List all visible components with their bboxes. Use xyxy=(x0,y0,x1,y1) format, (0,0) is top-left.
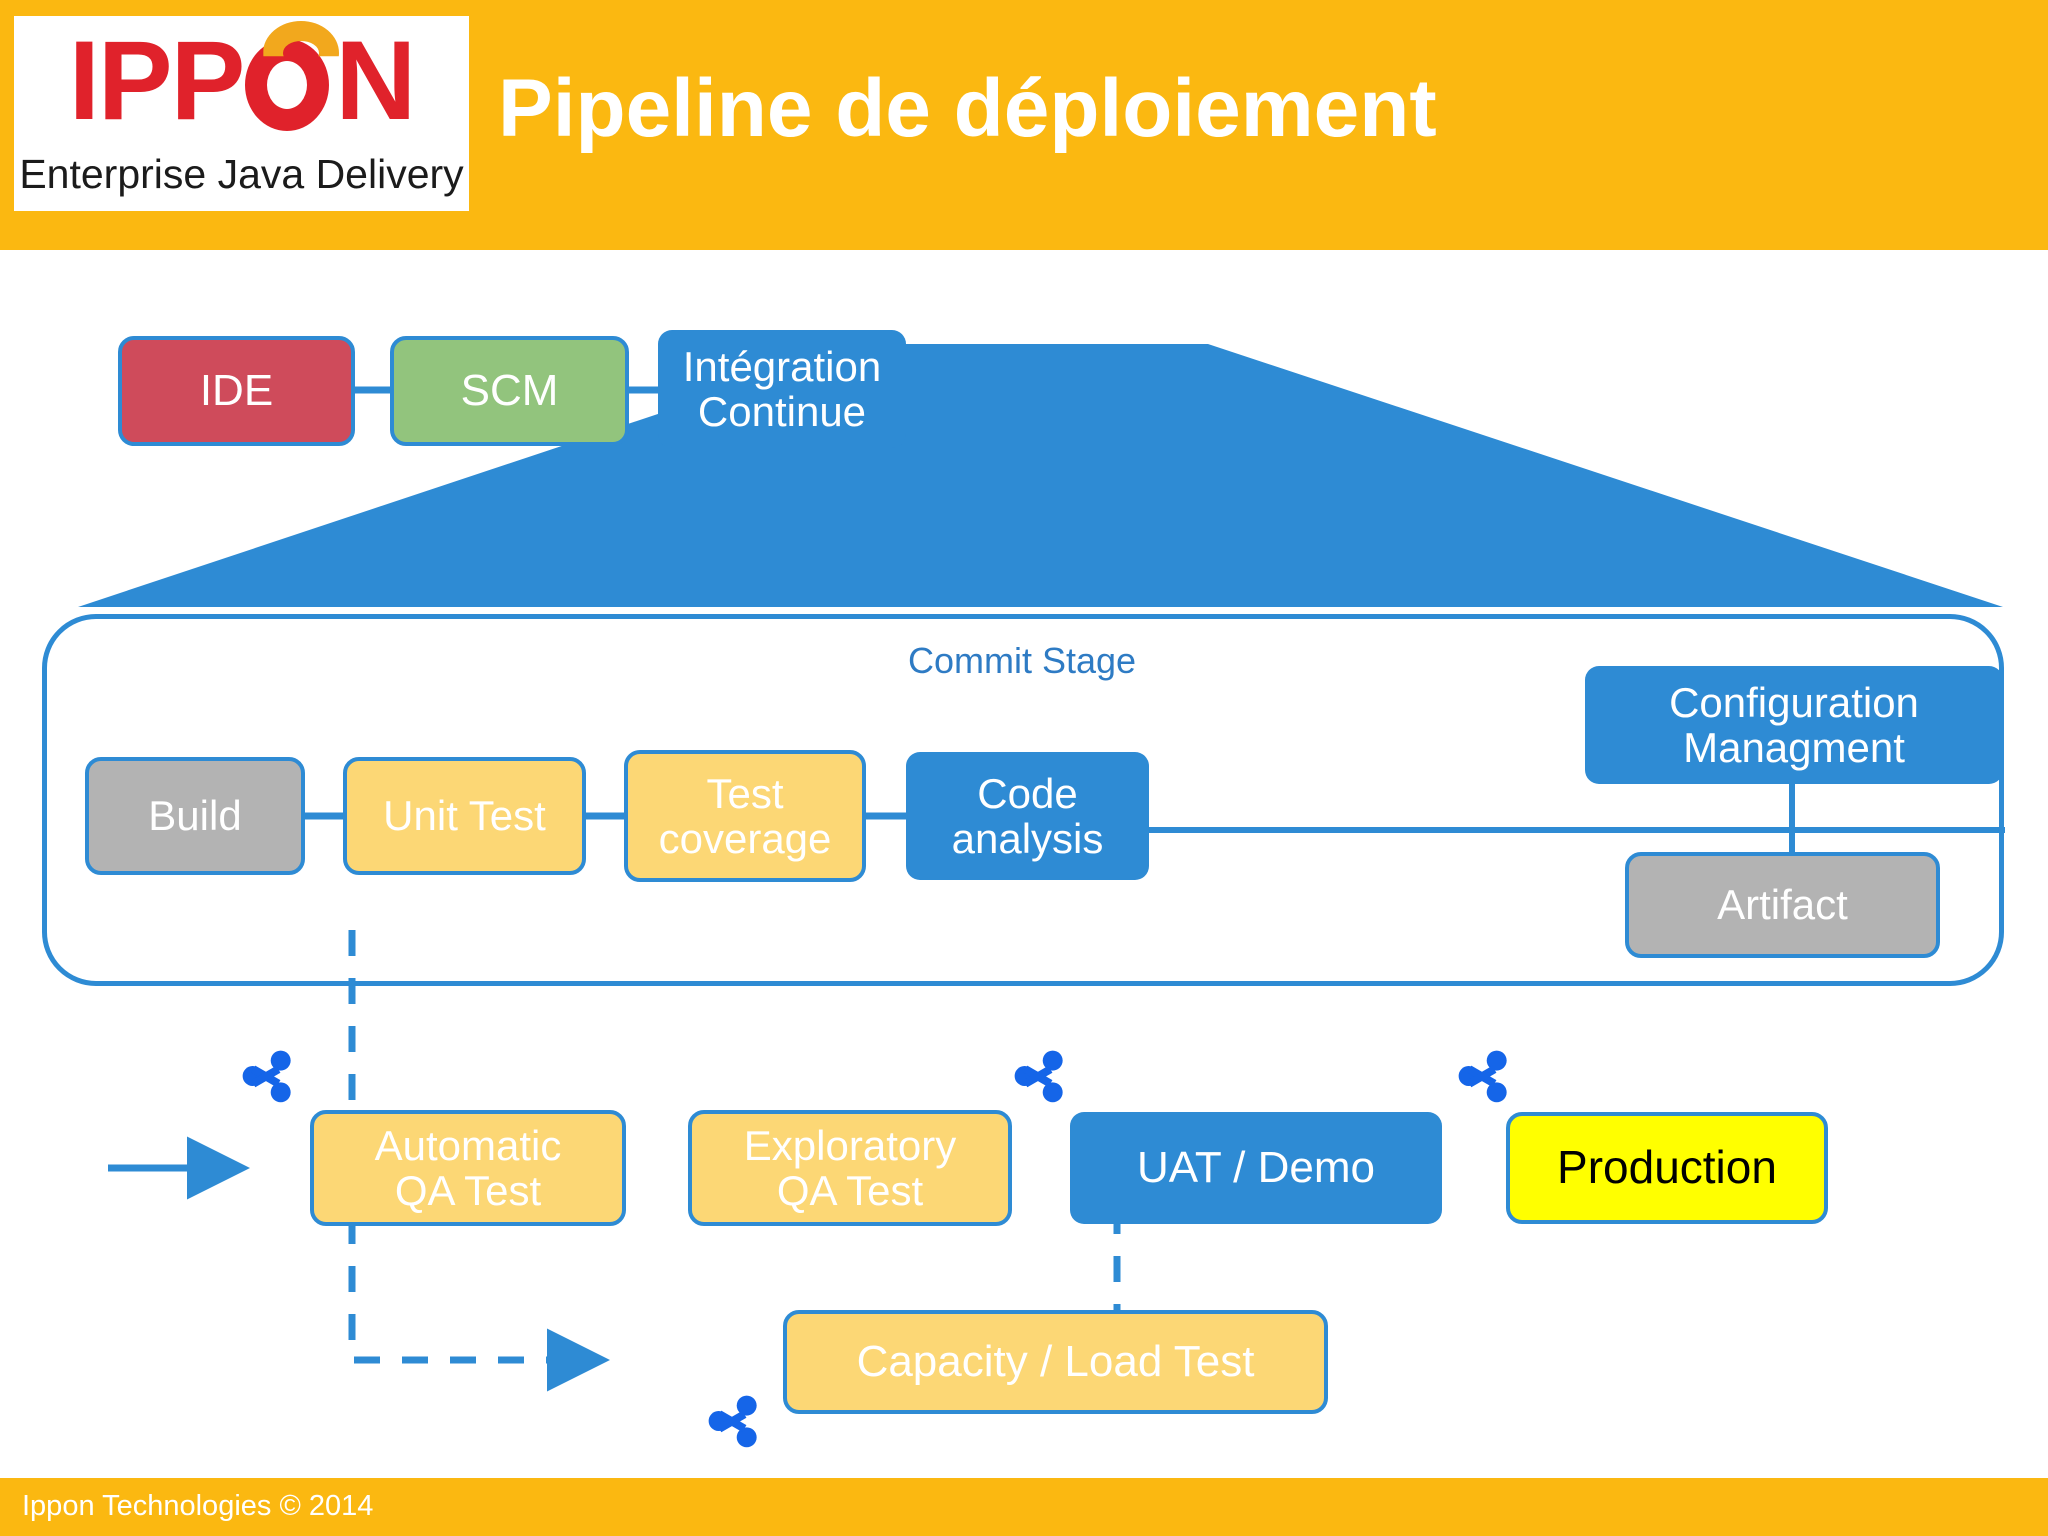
page-title: Pipeline de déploiement xyxy=(498,63,1437,154)
node-configuration-managment[interactable]: Configuration Managment xyxy=(1585,666,2003,784)
node-unit-test[interactable]: Unit Test xyxy=(343,757,586,875)
node-ide[interactable]: IDE xyxy=(118,336,355,446)
logo-o-arc xyxy=(263,21,340,57)
logo-word-left: IPP xyxy=(68,18,246,143)
node-artifact[interactable]: Artifact xyxy=(1625,852,1940,958)
node-exploratory-qa-test[interactable]: Exploratory QA Test xyxy=(688,1110,1012,1226)
node-integration-continue[interactable]: Intégration Continue xyxy=(658,330,906,448)
node-uat-demo[interactable]: UAT / Demo xyxy=(1070,1112,1442,1224)
node-test-coverage[interactable]: Test coverage xyxy=(624,750,866,882)
node-capacity-load-test[interactable]: Capacity / Load Test xyxy=(783,1310,1328,1414)
commit-stage-container xyxy=(42,614,2004,986)
node-build[interactable]: Build xyxy=(85,757,305,875)
footer-bar: Ippon Technologies © 2014 xyxy=(0,1478,2048,1536)
commit-stage-label: Commit Stage xyxy=(908,640,1137,681)
header-bar: IPP N Enterprise Java Delivery Pipeline d… xyxy=(0,0,2048,250)
node-production[interactable]: Production xyxy=(1506,1112,1828,1224)
share-icon xyxy=(708,1395,757,1448)
ippon-logo: IPP N Enterprise Java Delivery xyxy=(14,16,469,211)
logo-wordmark: IPP N xyxy=(69,21,416,147)
funnel-shape xyxy=(78,344,2003,607)
copyright-text: Ippon Technologies © 2014 xyxy=(22,1490,374,1522)
logo-o-glyph xyxy=(243,21,340,131)
node-scm[interactable]: SCM xyxy=(390,336,629,446)
node-automatic-qa-test[interactable]: Automatic QA Test xyxy=(310,1110,626,1226)
logo-word-right: N xyxy=(335,18,416,143)
share-icon xyxy=(1014,1050,1063,1103)
node-code-analysis[interactable]: Code analysis xyxy=(906,752,1149,880)
share-icon xyxy=(242,1050,291,1103)
logo-tagline: Enterprise Java Delivery xyxy=(19,151,464,197)
share-icon xyxy=(1458,1050,1507,1103)
